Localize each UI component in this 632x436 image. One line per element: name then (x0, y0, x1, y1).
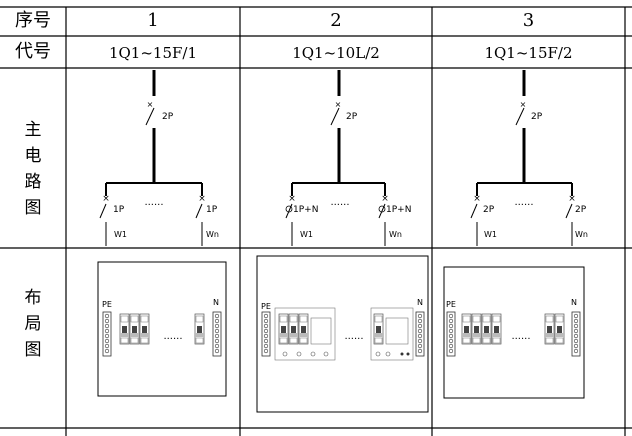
code-2: 1Q1~10L/2 (292, 44, 380, 62)
circuit-3: × 2P × × 2P 2P ······ W1 Wn (470, 70, 588, 246)
main-circuit-char: 电 (24, 146, 42, 166)
circuit-1: × 2P × × 1P 1P ······ W1 Wn (99, 70, 219, 246)
c1-branch-left: 1P (113, 205, 125, 215)
svg-text:×: × (473, 194, 481, 204)
layout-char: 局 (24, 314, 42, 334)
c2-right-out: Wn (389, 230, 402, 239)
l1-pe: PE (102, 300, 112, 309)
svg-text:×: × (568, 194, 576, 204)
c2-branch-right: 1P+N (386, 205, 411, 215)
svg-text:×: × (288, 194, 296, 204)
l3-pe: PE (446, 300, 456, 309)
svg-text:×: × (147, 100, 154, 109)
svg-text:×: × (102, 194, 110, 204)
c1-right-out: Wn (206, 230, 219, 239)
svg-text:×: × (198, 194, 206, 204)
l1-dots: ······ (163, 334, 182, 345)
enclosure (97, 261, 227, 397)
main-circuit-char: 主 (24, 120, 42, 140)
enclosure (443, 266, 585, 399)
layout-1: PE N ······ (97, 261, 227, 397)
enclosure (256, 255, 429, 413)
main-circuit-char: 图 (24, 198, 42, 218)
l3-n: N (571, 298, 577, 307)
c2-main-pole: 2P (346, 112, 358, 122)
l2-n: N (417, 298, 423, 307)
c1-left-out: W1 (114, 230, 127, 239)
c1-dots: ······ (144, 200, 163, 211)
layout-3: PE N ······ (443, 266, 585, 399)
c2-left-out: W1 (300, 230, 313, 239)
circuit-2: × 2P × × 1P+N 1P+N ······ W1 Wn (285, 70, 411, 246)
svg-text:×: × (335, 100, 342, 109)
c2-dots: ······ (330, 200, 349, 211)
c1-branch-right: 1P (206, 205, 218, 215)
c3-dots: ······ (514, 200, 533, 211)
c3-branch-left: 2P (483, 205, 495, 215)
code-row-label: 代号 (15, 41, 51, 62)
layout-char: 图 (24, 340, 42, 360)
c3-branch-right: 2P (575, 205, 587, 215)
l1-n: N (213, 298, 219, 307)
main-circuit-char: 路 (24, 172, 42, 192)
header-num-2: 2 (330, 10, 342, 31)
header-num-3: 3 (522, 10, 535, 31)
code-3: 1Q1~15F/2 (484, 44, 573, 62)
layout-2: PE N ······ (256, 255, 429, 413)
c3-left-out: W1 (484, 230, 497, 239)
c2-branch-left: 1P+N (293, 205, 318, 215)
l3-dots: ······ (511, 334, 530, 345)
layout-char: 布 (24, 288, 42, 308)
svg-text:×: × (381, 194, 389, 204)
c3-main-pole: 2P (531, 112, 543, 122)
c1-main-pole: 2P (162, 112, 174, 122)
svg-text:×: × (520, 100, 527, 109)
header-col-label: 序号 (15, 10, 51, 31)
l2-dots: ······ (344, 334, 363, 345)
c3-right-out: Wn (575, 230, 588, 239)
header-num-1: 1 (147, 10, 159, 31)
l2-pe: PE (261, 302, 271, 311)
code-1: 1Q1~15F/1 (108, 44, 198, 62)
